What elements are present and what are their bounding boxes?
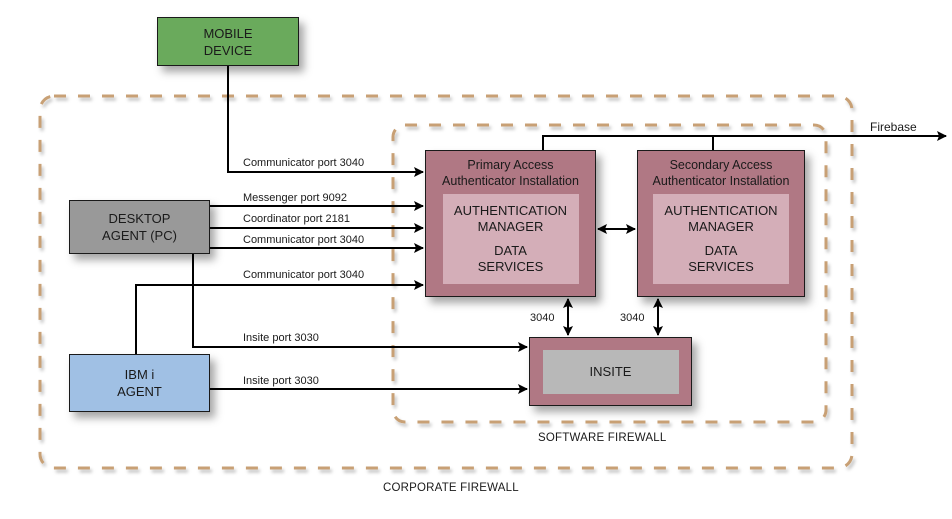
label-mobile-communicator: Communicator port 3040 (243, 157, 365, 169)
secondary-data-services-1: DATA (704, 243, 738, 258)
ibm-i-agent-node[interactable]: IBM i AGENT (69, 354, 210, 412)
primary-title-2: Authenticator Installation (442, 174, 579, 188)
primary-data-services-1: DATA (494, 243, 527, 258)
edge-desktop-insite (192, 254, 528, 352)
primary-auth-manager-1: AUTHENTICATION (453, 203, 568, 218)
label-primary-insite-port: 3040 (530, 312, 555, 324)
ibm-agent-label-2: AGENT (117, 384, 162, 399)
label-ibm-insite: Insite port 3030 (243, 375, 319, 387)
primary-auth-manager-2: MANAGER (477, 219, 544, 234)
edge-mobile-to-primary (227, 66, 424, 177)
secondary-data-services-2: SERVICES (688, 259, 754, 274)
secondary-title-1: Secondary Access (669, 158, 773, 172)
edge-firebase (542, 131, 947, 150)
desktop-agent-label-1: DESKTOP (108, 211, 171, 226)
insite-node[interactable]: INSITE (529, 337, 692, 406)
secondary-services-panel: AUTHENTICATION MANAGER DATA SERVICES (653, 194, 789, 284)
label-secondary-insite-port: 3040 (620, 312, 645, 324)
ibm-agent-label-1: IBM i (124, 367, 155, 382)
label-ibm-communicator: Communicator port 3040 (243, 269, 365, 281)
secondary-auth-manager-1: AUTHENTICATION (664, 203, 778, 218)
software-firewall-label: SOFTWARE FIREWALL (538, 432, 667, 444)
corporate-firewall-boundary (38, 94, 854, 470)
insite-label: INSITE (542, 349, 679, 394)
edge-ibm-communicator (135, 280, 424, 354)
primary-title-1: Primary Access (467, 158, 554, 172)
primary-data-services-2: SERVICES (477, 259, 544, 274)
label-desktop-messenger: Messenger port 9092 (243, 192, 347, 204)
secondary-auth-manager-2: MANAGER (688, 219, 754, 234)
label-desktop-coordinator: Coordinator port 2181 (243, 213, 351, 225)
corporate-firewall-label: CORPORATE FIREWALL (383, 482, 519, 494)
desktop-agent-node[interactable]: DESKTOP AGENT (PC) (69, 200, 210, 254)
label-desktop-communicator: Communicator port 3040 (243, 234, 365, 246)
secondary-title-2: Authenticator Installation (652, 174, 790, 188)
mobile-device-label-1: MOBILE (203, 25, 253, 41)
desktop-agent-label-2: AGENT (PC) (102, 228, 177, 243)
label-firebase: Firebase (870, 120, 917, 134)
primary-services-panel: AUTHENTICATION MANAGER DATA SERVICES (442, 194, 579, 284)
software-firewall-boundary (391, 123, 828, 424)
mobile-device-label-2: DEVICE (203, 42, 253, 58)
label-desktop-insite: Insite port 3030 (243, 332, 319, 344)
